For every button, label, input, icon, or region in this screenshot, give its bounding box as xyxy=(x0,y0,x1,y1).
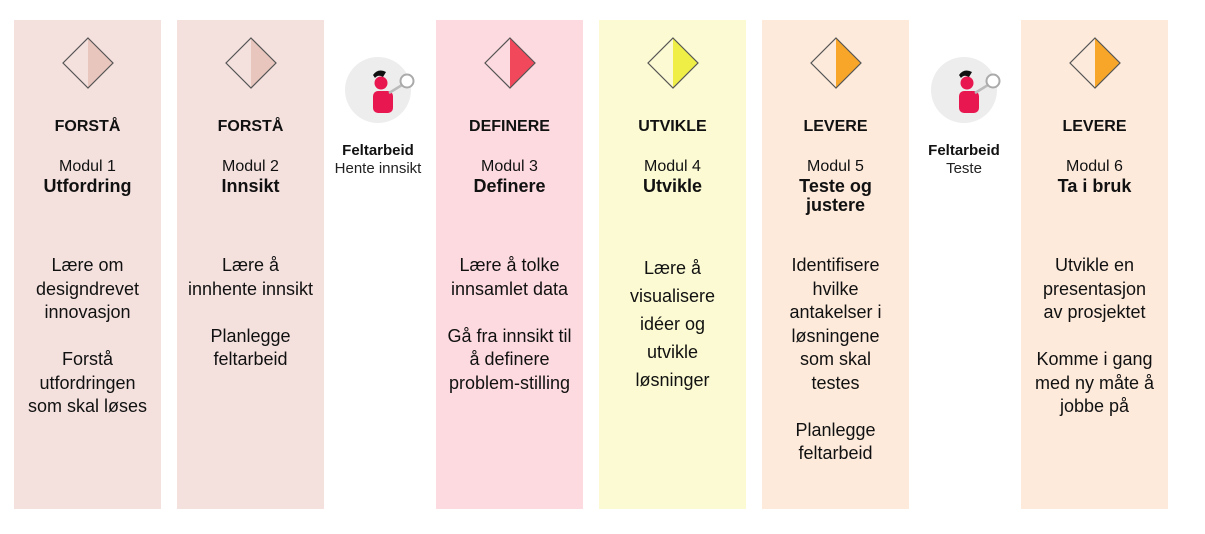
module-number: Modul 5 xyxy=(807,158,864,175)
description-line: Planlegge feltarbeid xyxy=(795,419,876,464)
description-line: Gå fra innsikt til å definere problem-st… xyxy=(447,325,572,393)
phase-label: LEVERE xyxy=(1062,118,1127,135)
diamond-phase-icon xyxy=(1067,35,1123,91)
module-number: Modul 1 xyxy=(59,158,116,175)
fieldwork-sub: Teste xyxy=(946,160,982,177)
module-number: Modul 3 xyxy=(481,158,538,175)
module-description: Lære å tolke innsamlet data Gå fra innsi… xyxy=(436,254,583,419)
fieldwork-label: Feltarbeid xyxy=(342,142,414,159)
description-line: Utvikle en presentasjon av prosjektet xyxy=(1042,255,1147,322)
module-title: Teste og justere xyxy=(799,176,872,215)
description-line: Lære å innhente innsikt xyxy=(187,255,314,299)
diamond-phase-icon xyxy=(645,35,701,91)
module-description: Lære å innhente innsikt Planlegge feltar… xyxy=(177,254,324,395)
phase-label: FORSTÅ xyxy=(217,118,284,135)
module-title: Utfordring xyxy=(43,176,132,196)
fieldwork-person-icon xyxy=(345,57,415,123)
fieldwork-person-icon xyxy=(931,57,1001,123)
description-line: Lære å tolke innsamlet data xyxy=(450,255,569,299)
phase-label: DEFINERE xyxy=(469,118,550,135)
description-line: Planlegge feltarbeid xyxy=(210,325,291,370)
fieldwork-step-1: Feltarbeid Hente innsikt xyxy=(323,57,433,178)
phase-label: LEVERE xyxy=(803,118,868,135)
module-description: Identifisere hvilke antakelser i løsning… xyxy=(762,254,909,489)
description-line: Lære om designdrevet innovasjon xyxy=(35,255,140,322)
module-title: Ta i bruk xyxy=(1057,176,1132,196)
diamond-phase-icon xyxy=(808,35,864,91)
phase-label: FORSTÅ xyxy=(54,118,121,135)
module-card-5: LEVERE Modul 5 Teste og justere Identifi… xyxy=(762,20,909,509)
module-card-3: DEFINERE Modul 3 Definere Lære å tolke i… xyxy=(436,20,583,509)
module-card-6: LEVERE Modul 6 Ta i bruk Utvikle en pres… xyxy=(1021,20,1168,509)
module-title: Definere xyxy=(473,176,546,196)
module-title: Utvikle xyxy=(642,176,703,196)
module-description: Lære om designdrevet innovasjon Forstå u… xyxy=(14,254,161,442)
description-line: Forstå utfordringen som skal løses xyxy=(27,349,148,416)
module-description: Utvikle en presentasjon av prosjektet Ko… xyxy=(1021,254,1168,442)
phase-label: UTVIKLE xyxy=(638,118,707,135)
description-line: Identifisere hvilke antakelser i løsning… xyxy=(789,255,882,393)
module-card-4: UTVIKLE Modul 4 Utvikle Lære å visualise… xyxy=(599,20,746,509)
fieldwork-label: Feltarbeid xyxy=(928,142,1000,159)
description-line: Lære å visualisere idéer og utvikle løsn… xyxy=(629,258,716,390)
fieldwork-sub: Hente innsikt xyxy=(334,160,422,177)
module-number: Modul 6 xyxy=(1066,158,1123,175)
module-number: Modul 2 xyxy=(222,158,279,175)
module-description: Lære å visualisere idéer og utvikle løsn… xyxy=(599,254,746,418)
fieldwork-step-2: Feltarbeid Teste xyxy=(909,57,1019,178)
module-number: Modul 4 xyxy=(644,158,701,175)
diamond-phase-icon xyxy=(60,35,116,91)
diamond-phase-icon xyxy=(223,35,279,91)
module-title: Innsikt xyxy=(221,176,280,196)
description-line: Komme i gang med ny måte å jobbe på xyxy=(1034,349,1155,416)
diamond-phase-icon xyxy=(482,35,538,91)
module-card-2: FORSTÅ Modul 2 Innsikt Lære å innhente i… xyxy=(177,20,324,509)
module-card-1: FORSTÅ Modul 1 Utfordring Lære om design… xyxy=(14,20,161,509)
